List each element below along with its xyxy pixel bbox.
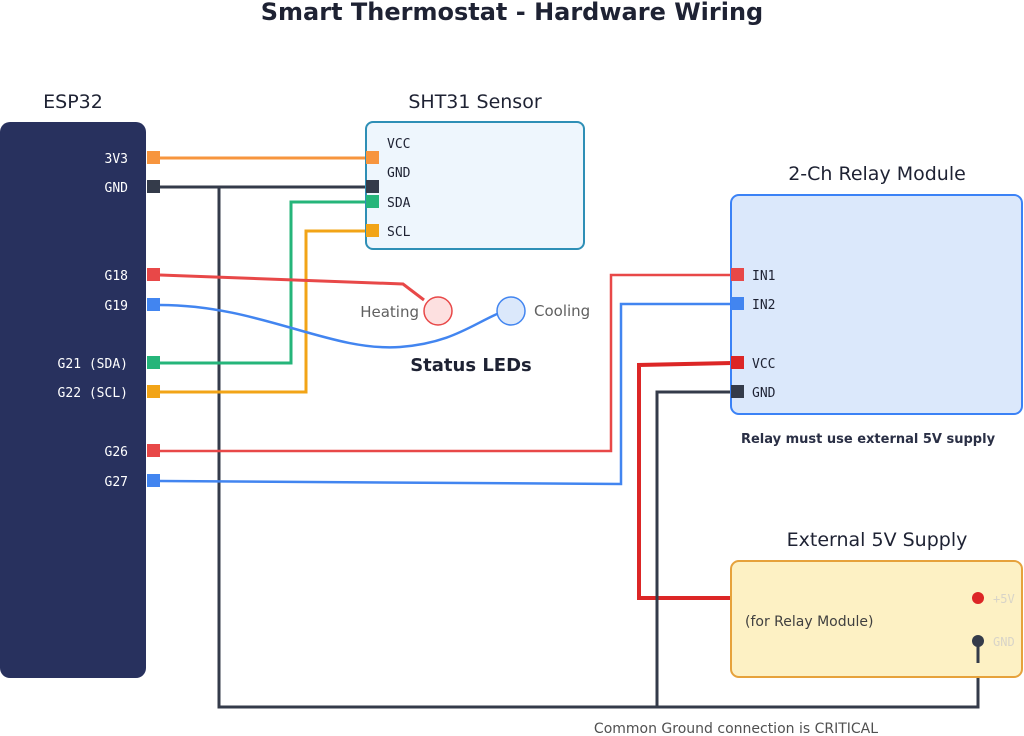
relay-pin-gnd <box>731 385 744 398</box>
esp32-board: ESP32 3V3 GND G18 G19 G21 (SDA) G22 (SCL… <box>0 91 160 678</box>
supply-pin-gnd-label: GND <box>993 635 1015 649</box>
sht31-sensor: SHT31 Sensor VCC GND SDA SCL <box>365 91 585 250</box>
wire-g19-cooling <box>159 303 498 349</box>
esp32-pin-g18 <box>147 268 160 281</box>
supply-pin-5v <box>972 592 984 604</box>
esp32-pin-3v3 <box>147 151 160 164</box>
relay-pin-label: IN1 <box>752 269 775 284</box>
sensor-pin-label: VCC <box>387 137 410 152</box>
esp32-pin-label: G19 <box>105 299 128 314</box>
sensor-pin-sda <box>366 195 379 208</box>
ground-warning: Common Ground connection is CRITICAL <box>594 721 878 736</box>
esp32-pin-label: GND <box>105 181 129 196</box>
relay-label: 2-Ch Relay Module <box>788 163 966 185</box>
supply-body <box>730 560 1023 678</box>
supply-label: External 5V Supply <box>787 529 968 551</box>
esp32-pin-label: G22 (SCL) <box>58 386 128 401</box>
sensor-pin-label: GND <box>387 166 411 181</box>
sensor-pin-label: SDA <box>387 196 411 211</box>
relay-module: 2-Ch Relay Module IN1 IN2 VCC GND Relay … <box>730 163 1023 447</box>
esp32-pin-label: 3V3 <box>105 152 128 167</box>
cooling-label: Cooling <box>534 302 590 320</box>
esp32-pin-g22 <box>147 385 160 398</box>
wire-common-ground <box>217 187 980 709</box>
wire-g18-heating <box>159 273 425 302</box>
cooling-led <box>496 296 526 326</box>
esp32-pin-label: G21 (SDA) <box>58 357 128 372</box>
heating-led <box>423 296 453 326</box>
esp32-body <box>0 122 146 678</box>
esp32-pin-g26 <box>147 444 160 457</box>
supply-subtitle: (for Relay Module) <box>745 614 873 630</box>
wire-relay-gnd <box>655 390 732 707</box>
supply-pin-5v-label: +5V <box>993 592 1015 606</box>
relay-pin-label: VCC <box>752 357 775 372</box>
sensor-pin-gnd <box>366 180 379 193</box>
esp32-label: ESP32 <box>43 91 103 113</box>
esp32-pin-label: G26 <box>105 445 128 460</box>
esp32-pin-label: G27 <box>105 475 128 490</box>
relay-pin-vcc <box>731 356 744 369</box>
relay-note: Relay must use external 5V supply <box>741 432 996 447</box>
relay-pin-in1 <box>731 268 744 281</box>
heating-label: Heating <box>360 303 419 321</box>
relay-pin-label: GND <box>752 386 776 401</box>
relay-pin-in2 <box>731 297 744 310</box>
sensor-pin-label: SCL <box>387 225 411 240</box>
sensor-pin-vcc <box>366 151 379 164</box>
status-leds-label: Status LEDs <box>410 355 532 376</box>
external-supply: External 5V Supply (for Relay Module) +5… <box>730 529 1023 678</box>
wire-sda <box>160 200 366 365</box>
diagram-title: Smart Thermostat - Hardware Wiring <box>261 0 763 26</box>
wire-g27-in2 <box>159 302 732 486</box>
esp32-pin-g27 <box>147 474 160 487</box>
esp32-pin-label: G18 <box>105 269 128 284</box>
sensor-label: SHT31 Sensor <box>408 91 541 113</box>
status-leds: Heating Cooling Status LEDs <box>360 296 590 376</box>
esp32-pin-g19 <box>147 298 160 311</box>
esp32-pin-g21 <box>147 356 160 369</box>
wire-g26-in1 <box>160 273 732 453</box>
sensor-pin-scl <box>366 224 379 237</box>
wire-scl <box>160 229 366 394</box>
relay-pin-label: IN2 <box>752 298 775 313</box>
esp32-pin-gnd <box>147 180 160 193</box>
